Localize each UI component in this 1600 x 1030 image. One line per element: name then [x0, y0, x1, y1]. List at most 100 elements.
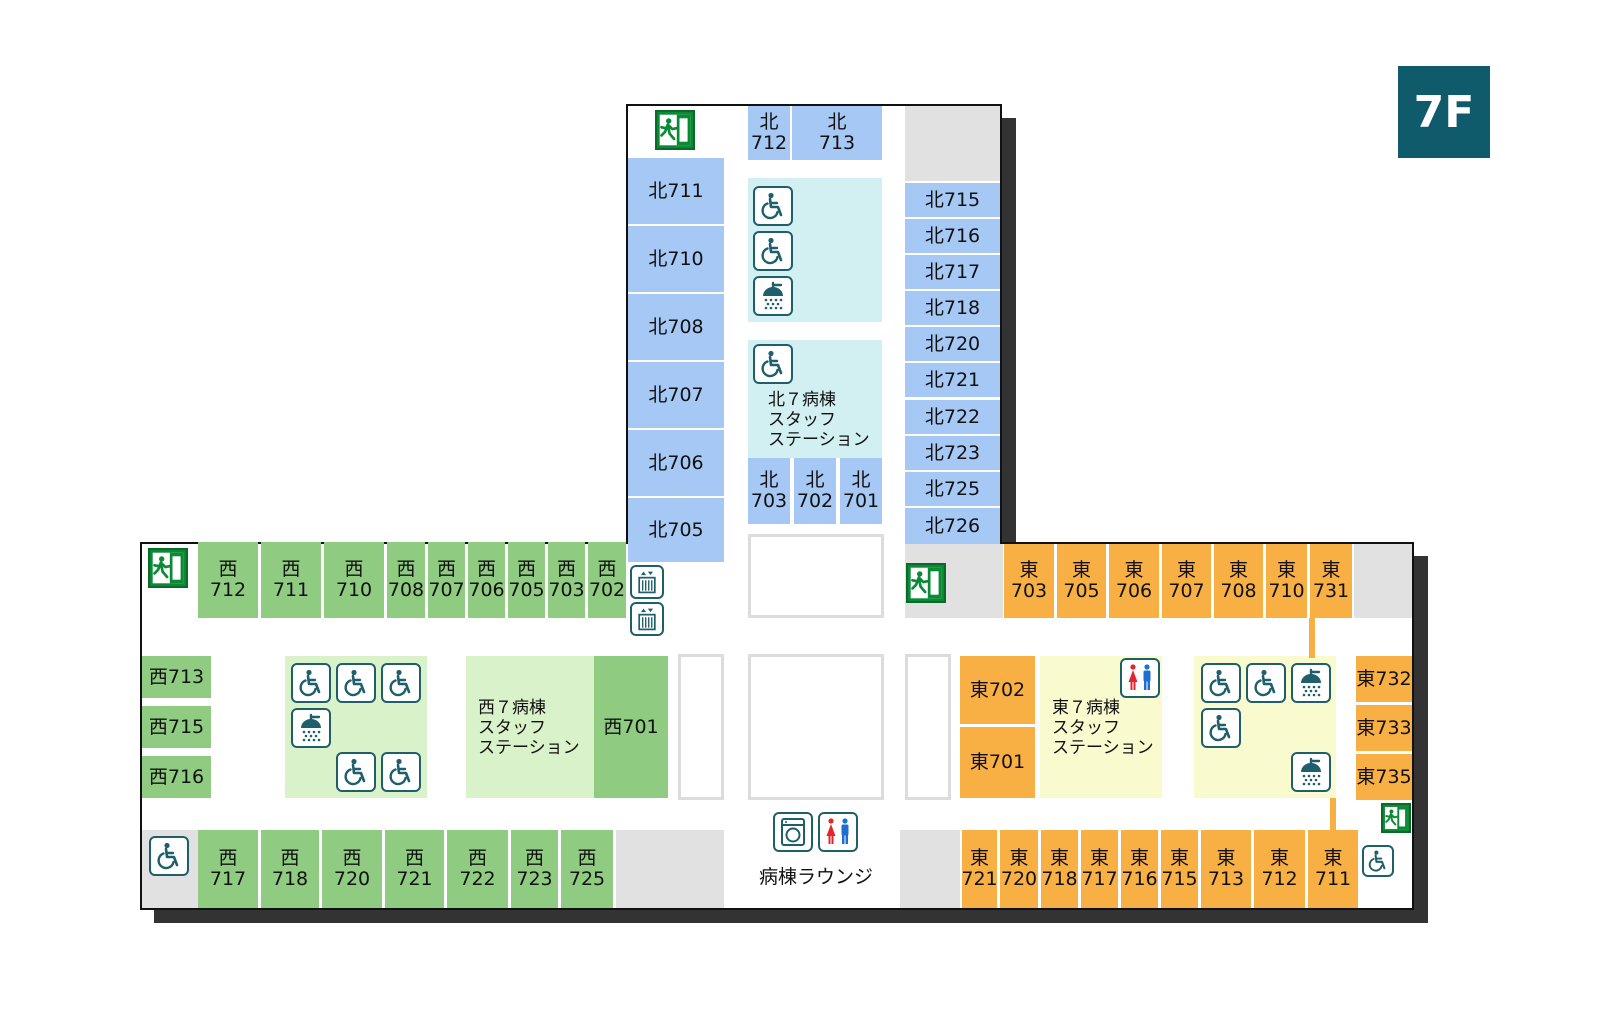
room-west-721[interactable]: 西 721	[385, 830, 444, 908]
room-west-713[interactable]: 西713	[142, 656, 211, 698]
room-east-720[interactable]: 東 720	[1000, 830, 1038, 908]
room-label: 西 723	[516, 847, 553, 890]
wheelchair-icon	[753, 186, 793, 226]
room-label: 東 705	[1063, 559, 1100, 602]
lounge-void	[748, 654, 884, 800]
room-north-723[interactable]: 北723	[905, 436, 1000, 470]
room-east-702[interactable]: 東702	[960, 656, 1035, 724]
wheelchair-icon	[1201, 708, 1241, 748]
shower-icon	[753, 276, 793, 316]
room-label: 東 703	[1010, 559, 1048, 602]
room-east-708[interactable]: 東 708	[1214, 544, 1263, 618]
room-north-705[interactable]: 北705	[628, 498, 724, 562]
room-east-713[interactable]: 東 713	[1201, 830, 1251, 908]
ward-lounge-label: 病棟ラウンジ	[758, 866, 873, 888]
wheelchair-icon	[1201, 663, 1241, 703]
room-north-711[interactable]: 北711	[628, 158, 724, 224]
room-label: 東 720	[1000, 847, 1038, 890]
room-north-722[interactable]: 北722	[905, 400, 1000, 434]
room-east-716[interactable]: 東 716	[1121, 830, 1158, 908]
room-north-710[interactable]: 北710	[628, 226, 724, 292]
restroom-icon	[1120, 658, 1160, 698]
room-west-706[interactable]: 西 706	[468, 542, 505, 618]
room-north-706[interactable]: 北706	[628, 430, 724, 496]
room-west-717[interactable]: 西 717	[198, 830, 258, 908]
room-west-718[interactable]: 西 718	[261, 830, 319, 908]
room-east-715[interactable]: 東 715	[1161, 830, 1198, 908]
room-east-732[interactable]: 東732	[1356, 656, 1412, 702]
room-north-717[interactable]: 北717	[905, 255, 1000, 289]
room-west-723[interactable]: 西 723	[511, 830, 558, 908]
room-east-707[interactable]: 東 707	[1162, 544, 1211, 618]
room-east-710[interactable]: 東 710	[1266, 544, 1307, 618]
room-north-725[interactable]: 北725	[905, 472, 1000, 506]
restroom-icon	[818, 812, 858, 852]
room-north-713[interactable]: 北 713	[792, 106, 882, 160]
room-east-712[interactable]: 東 712	[1254, 830, 1305, 908]
room-label: 東 713	[1207, 847, 1245, 890]
room-north-707[interactable]: 北707	[628, 362, 724, 428]
elevator-icon	[630, 565, 664, 599]
room-west-722[interactable]: 西 722	[447, 830, 508, 908]
room-north-718[interactable]: 北718	[905, 291, 1000, 325]
room-east-701[interactable]: 東701	[960, 727, 1035, 798]
room-label: 西 722	[459, 847, 496, 890]
room-west-703[interactable]: 西 703	[548, 542, 585, 618]
room-north-708[interactable]: 北708	[628, 294, 724, 360]
room-west-720[interactable]: 西 720	[322, 830, 382, 908]
room-north-712[interactable]: 北 712	[748, 106, 790, 160]
room-label: 西 711	[272, 558, 310, 601]
room-label: 西 703	[548, 558, 585, 601]
room-east-717[interactable]: 東 717	[1081, 830, 1118, 908]
room-label: 東 731	[1312, 559, 1350, 602]
room-label: 北 712	[750, 111, 788, 154]
room-west-701[interactable]: 西701	[594, 656, 668, 798]
wheelchair-icon	[336, 752, 376, 792]
emergency-exit-icon	[655, 110, 695, 150]
wheelchair-icon	[1246, 663, 1286, 703]
room-east-721[interactable]: 東 721	[961, 830, 998, 908]
room-east-733[interactable]: 東733	[1356, 705, 1412, 751]
room-north-702[interactable]: 北 702	[794, 458, 836, 524]
room-west-716[interactable]: 西716	[142, 756, 211, 798]
room-west-712[interactable]: 西 712	[198, 542, 258, 618]
emergency-exit-icon	[906, 563, 946, 603]
wheelchair-icon	[381, 663, 421, 703]
room-west-715[interactable]: 西715	[142, 706, 211, 748]
room-west-708[interactable]: 西 708	[387, 542, 425, 618]
room-label: 西 718	[271, 847, 309, 890]
room-north-726[interactable]: 北726	[905, 508, 1000, 544]
wheelchair-icon	[291, 663, 331, 703]
room-west-725[interactable]: 西 725	[561, 830, 613, 908]
stairwell-void	[748, 534, 884, 618]
room-north-703[interactable]: 北 703	[748, 458, 790, 524]
room-east-731[interactable]: 東 731	[1310, 544, 1352, 618]
room-label: 西 707	[428, 558, 465, 601]
room-north-701[interactable]: 北 701	[840, 458, 882, 524]
room-label: 東 716	[1121, 847, 1158, 890]
emergency-exit-icon	[148, 548, 188, 588]
room-north-720[interactable]: 北720	[905, 327, 1000, 361]
room-west-711[interactable]: 西 711	[261, 542, 321, 618]
room-west-707[interactable]: 西 707	[428, 542, 465, 618]
room-east-703[interactable]: 東 703	[1004, 544, 1054, 618]
room-east-705[interactable]: 東 705	[1057, 544, 1106, 618]
room-east-711[interactable]: 東 711	[1308, 830, 1358, 908]
wheelchair-icon	[753, 231, 793, 271]
room-label: 西 725	[568, 847, 606, 890]
west-station-zone	[466, 656, 594, 798]
east-staff-station-label: 東７病棟 スタッフ ステーション	[1052, 698, 1154, 758]
room-north-716[interactable]: 北716	[905, 219, 1000, 253]
room-east-718[interactable]: 東 718	[1041, 830, 1078, 908]
room-label: 東 707	[1168, 559, 1205, 602]
room-west-702[interactable]: 西 702	[588, 542, 626, 618]
room-label: 東 706	[1115, 559, 1153, 602]
washing-machine-icon	[773, 812, 813, 852]
room-west-710[interactable]: 西 710	[324, 542, 384, 618]
room-north-721[interactable]: 北721	[905, 363, 1000, 397]
room-west-705[interactable]: 西 705	[508, 542, 545, 618]
room-north-715[interactable]: 北715	[905, 183, 1000, 217]
room-east-735[interactable]: 東735	[1356, 754, 1412, 800]
emergency-exit-icon	[1381, 803, 1411, 833]
room-east-706[interactable]: 東 706	[1109, 544, 1159, 618]
